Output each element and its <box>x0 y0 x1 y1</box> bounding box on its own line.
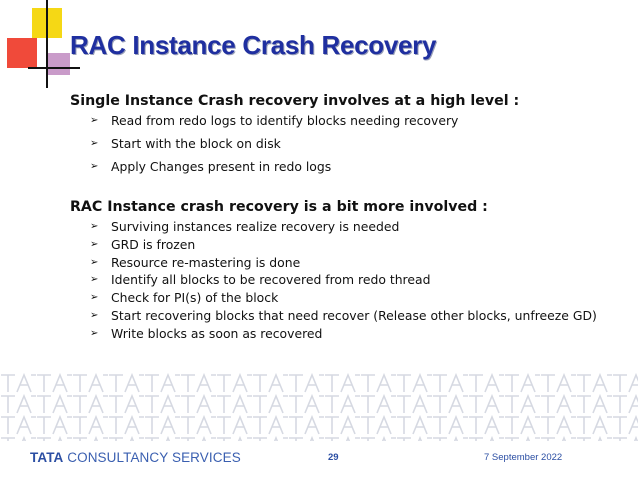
arrow-bullet-icon: ➢ <box>90 138 99 149</box>
page-number: 29 <box>328 452 339 463</box>
footer-background <box>0 444 638 478</box>
list-item: ➢ GRD is frozen <box>90 237 597 255</box>
list-item-text: GRD is frozen <box>111 236 196 252</box>
bullet-list-rac-instance: ➢ Surviving instances realize recovery is… <box>90 219 597 344</box>
arrow-bullet-icon: ➢ <box>90 115 99 126</box>
list-item: ➢ Identify all blocks to be recovered fro… <box>90 272 597 290</box>
section-heading-single-instance: Single Instance Crash recovery involves … <box>70 93 520 109</box>
list-item: ➢ Read from redo logs to identify blocks … <box>90 113 458 136</box>
arrow-bullet-icon: ➢ <box>90 221 99 232</box>
list-item-text: Identify all blocks to be recovered from… <box>111 272 431 288</box>
arrow-bullet-icon: ➢ <box>90 309 99 321</box>
arrow-bullet-icon: ➢ <box>90 292 99 304</box>
list-item-text: Apply Changes present in redo logs <box>111 159 332 174</box>
list-item: ➢ Apply Changes present in redo logs <box>90 159 458 182</box>
brand-tata: TATA <box>30 450 64 465</box>
list-item-text: Check for PI(s) of the block <box>111 290 279 306</box>
list-item-text: Read from redo logs to identify blocks n… <box>111 113 459 128</box>
tata-watermark-pattern <box>0 373 638 441</box>
bullet-list-single-instance: ➢ Read from redo logs to identify blocks … <box>90 113 458 182</box>
slide-date: 7 September 2022 <box>484 452 563 463</box>
arrow-bullet-icon: ➢ <box>90 161 99 172</box>
list-item: ➢ Start recovering blocks that need recov… <box>90 308 597 326</box>
list-item-text: Surviving instances realize recovery is … <box>111 219 400 234</box>
arrow-bullet-icon: ➢ <box>90 327 99 339</box>
brand-consultancy: CONSULTANCY SERVICES <box>67 450 241 465</box>
arrow-bullet-icon: ➢ <box>90 238 99 250</box>
slide-title: RAC Instance Crash Recovery <box>70 30 437 60</box>
list-item: ➢ Check for PI(s) of the block <box>90 290 597 308</box>
list-item-text: Resource re-mastering is done <box>111 254 301 270</box>
list-item-text: Write blocks as soon as recovered <box>111 325 323 341</box>
section-heading-rac-instance: RAC Instance crash recovery is a bit mor… <box>70 199 488 215</box>
list-item-text: Start recovering blocks that need recove… <box>111 307 597 323</box>
list-item: ➢ Write blocks as soon as recovered <box>90 326 597 344</box>
list-item-text: Start with the block on disk <box>111 136 281 151</box>
tcs-brand-logo: TATA CONSULTANCY SERVICES <box>30 450 241 465</box>
arrow-bullet-icon: ➢ <box>90 256 99 268</box>
list-item: ➢ Resource re-mastering is done <box>90 255 597 273</box>
list-item: ➢ Surviving instances realize recovery is… <box>90 219 597 237</box>
corner-squares-logo <box>7 0 80 88</box>
arrow-bullet-icon: ➢ <box>90 274 99 286</box>
list-item: ➢ Start with the block on disk <box>90 136 458 159</box>
